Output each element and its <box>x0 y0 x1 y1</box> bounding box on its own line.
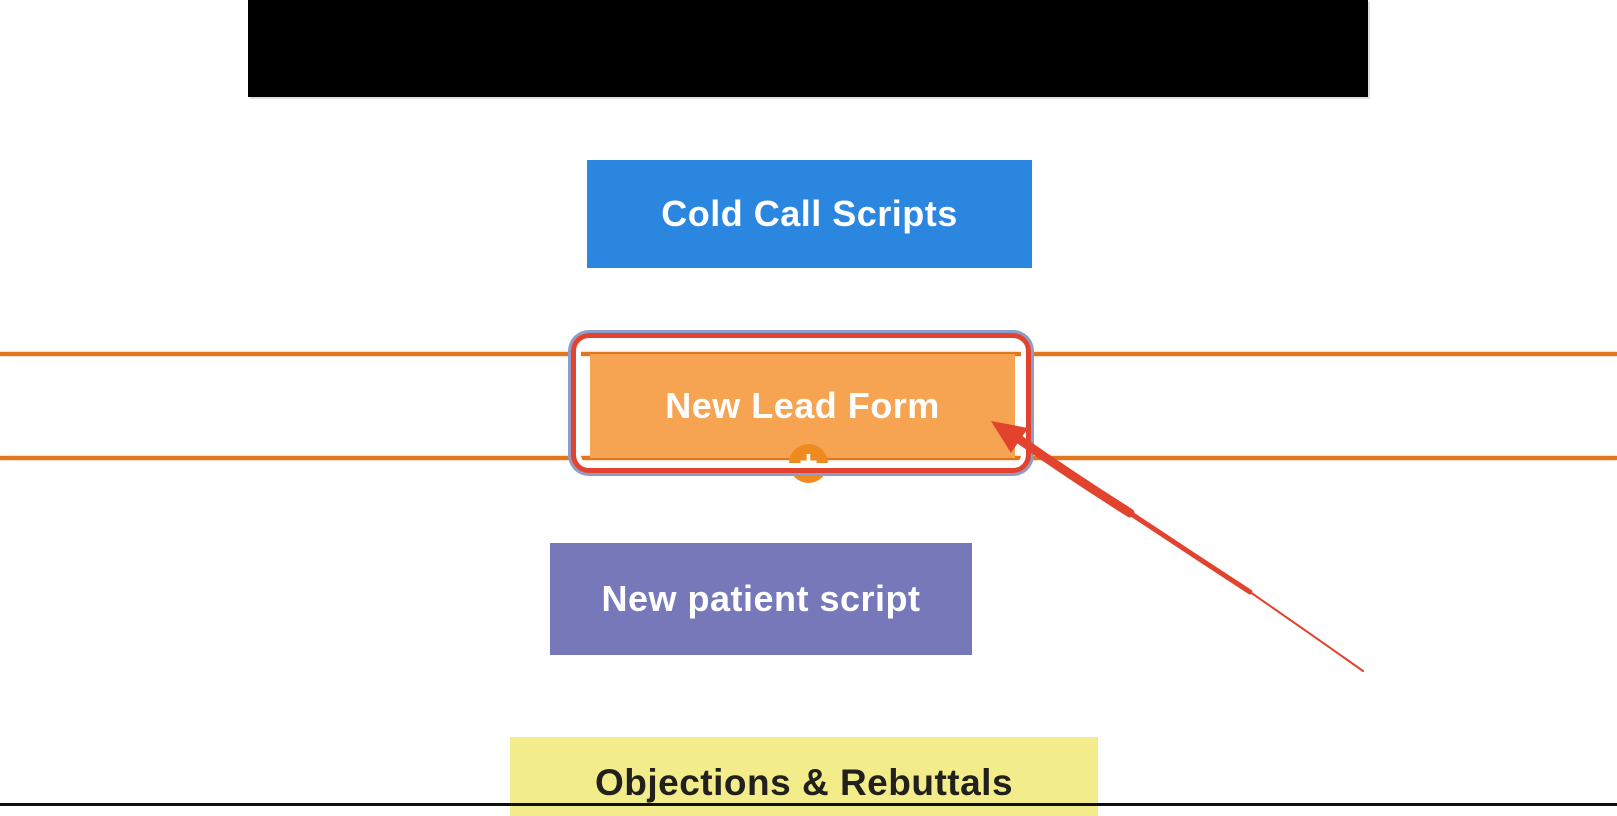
plus-glyph: + <box>799 444 818 480</box>
arrow-shaft-thin <box>1249 591 1364 672</box>
redaction-block <box>248 0 1368 97</box>
arrow-shaft-mid <box>1127 510 1253 595</box>
cold-call-scripts-button[interactable]: Cold Call Scripts <box>587 160 1032 268</box>
plus-icon[interactable]: + <box>789 444 828 483</box>
objections-rebuttals-button[interactable]: Objections & Rebuttals <box>510 737 1098 816</box>
new-patient-script-button[interactable]: New patient script <box>550 543 972 655</box>
new-lead-form-button[interactable]: New Lead Form <box>590 354 1015 458</box>
bottom-border-line <box>0 803 1617 806</box>
arrow-shaft-thick <box>1011 432 1135 518</box>
